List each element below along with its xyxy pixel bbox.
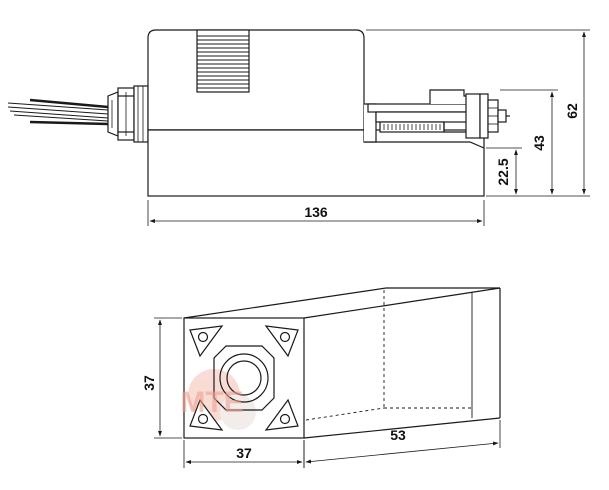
housing-cover (147, 29, 365, 131)
corner-lug-top-left (189, 325, 224, 358)
dimension-length (147, 200, 485, 226)
adapter-front-face (183, 317, 305, 439)
corner-lug-bottom-left (189, 398, 224, 431)
dimension-base-height (486, 147, 522, 197)
label-plate (196, 29, 250, 93)
dimension-adapter-height (154, 317, 182, 439)
side-view (7, 29, 590, 226)
corner-lug-top-right (264, 325, 299, 358)
end-view (154, 287, 501, 468)
corner-lug-bottom-right (264, 398, 299, 431)
dimension-base-height-label: 22.5 (495, 158, 511, 185)
dimension-total-height-label: 62 (564, 103, 580, 119)
dimension-total-height (366, 29, 590, 197)
dimension-bracket-height-label: 43 (531, 135, 547, 151)
central-bore (213, 345, 275, 411)
dimension-length-label: 136 (304, 204, 328, 220)
dimension-adapter-height-label: 37 (141, 375, 157, 391)
cable (7, 98, 109, 126)
dimension-adapter-depth-label: 53 (390, 427, 406, 443)
housing-base (147, 129, 485, 197)
threaded-stud (479, 93, 510, 139)
cable-gland (107, 85, 149, 143)
dimension-bracket-height (500, 89, 558, 197)
watermark-text: MTE (180, 386, 243, 419)
dimension-adapter-width-label: 37 (236, 445, 252, 461)
dimension-adapter-depth (303, 420, 501, 468)
clamp-bracket (364, 89, 481, 143)
